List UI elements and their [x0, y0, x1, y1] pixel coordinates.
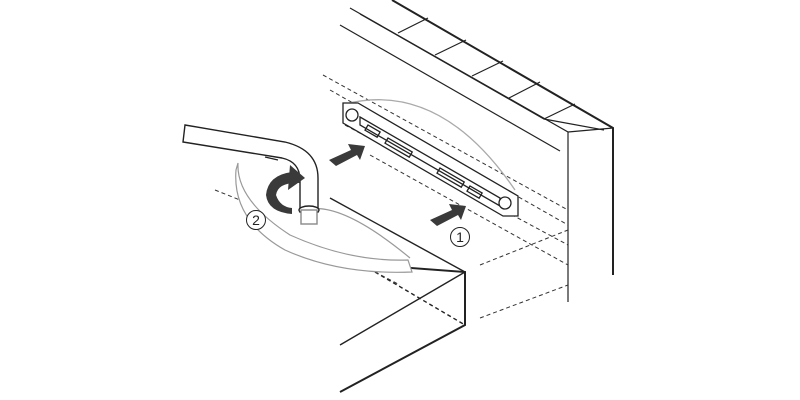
rotate-arrow-icon [266, 165, 305, 214]
mounting-plate [342, 99, 519, 217]
window-frame [339, 0, 614, 302]
push-arrows [329, 144, 466, 226]
arrow-icon [430, 204, 466, 226]
arrow-icon [329, 144, 365, 166]
step-1-label: 1 [450, 227, 470, 247]
handle-lever [182, 124, 320, 225]
window-sash [329, 261, 466, 393]
handle-rosette [235, 162, 466, 273]
step-2-label: 2 [246, 210, 266, 230]
